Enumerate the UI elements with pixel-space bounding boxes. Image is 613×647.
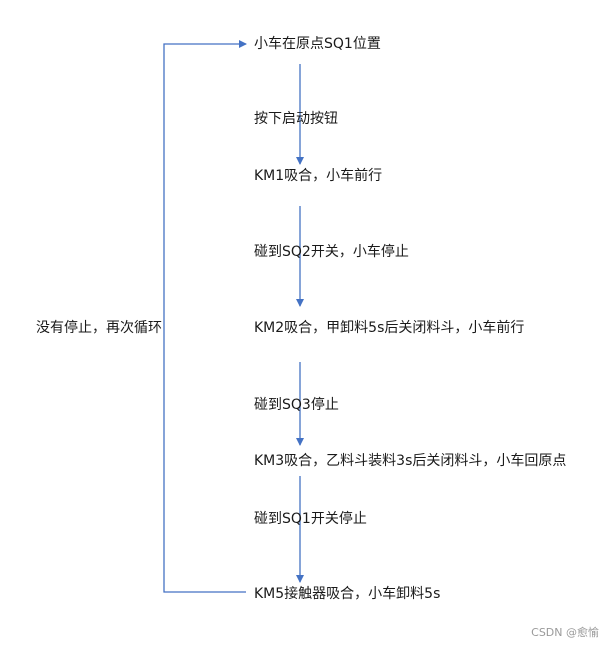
step-origin: 小车在原点SQ1位置 (254, 36, 381, 52)
step-km2: KM2吸合，甲卸料5s后关闭料斗，小车前行 (254, 320, 525, 336)
loop-label: 没有停止，再次循环 (36, 320, 162, 336)
condition-sq3: 碰到SQ3停止 (254, 397, 339, 413)
watermark: CSDN @愈愉 (531, 626, 599, 639)
step-km5: KM5接触器吸合，小车卸料5s (254, 586, 441, 602)
step-km3: KM3吸合，乙料斗装料3s后关闭料斗，小车回原点 (254, 453, 567, 469)
step-km1: KM1吸合，小车前行 (254, 168, 383, 184)
condition-start-button: 按下启动按钮 (254, 111, 338, 127)
loop-back-path (163, 40, 247, 593)
condition-sq1: 碰到SQ1开关停止 (254, 511, 367, 527)
condition-sq2: 碰到SQ2开关，小车停止 (254, 244, 409, 260)
